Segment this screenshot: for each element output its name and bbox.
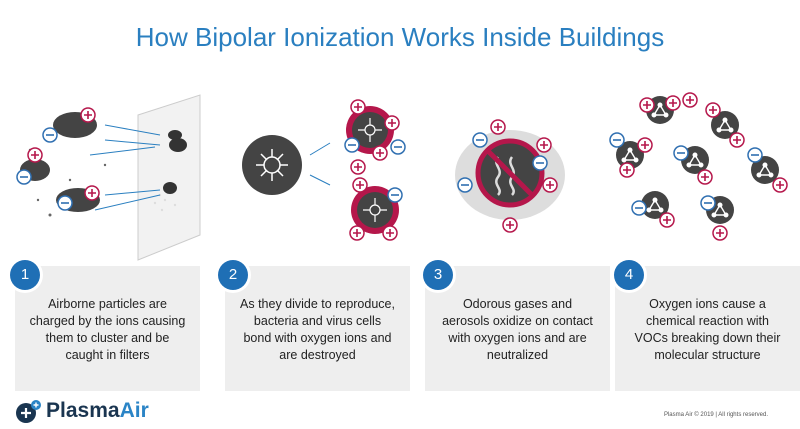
step-4-number: 4 [614, 260, 644, 290]
virus-destroyed-illustration [242, 99, 406, 241]
step-3-text: Odorous gases and aerosols oxidize on co… [442, 297, 593, 362]
step-card-2: As they divide to reproduce, bacteria an… [225, 266, 410, 391]
step-2-number: 2 [218, 260, 248, 290]
step-card-3: Odorous gases and aerosols oxidize on co… [425, 266, 610, 391]
step-card-4: Oxygen ions cause a chemical reaction wi… [615, 266, 800, 391]
step-1-text: Airborne particles are charged by the io… [29, 297, 186, 362]
step-card-1: Airborne particles are charged by the io… [15, 266, 200, 391]
plus-ion-icon [16, 400, 41, 423]
step-3-number: 3 [423, 260, 453, 290]
voc-breakdown-illustration [609, 92, 788, 241]
page-title: How Bipolar Ionization Works Inside Buil… [135, 22, 665, 52]
particle-filter-illustration [16, 94, 201, 261]
copyright-notice: Plasma Air © 2019 | All rights reserved. [663, 412, 768, 418]
step-1-number: 1 [10, 260, 40, 290]
step-2-text: As they divide to reproduce, bacteria an… [240, 297, 395, 362]
logo-text-plasma: Plasma [46, 399, 120, 422]
odor-neutralized-illustration [455, 119, 565, 233]
logo-text-air: Air [119, 399, 149, 422]
plasma-air-logo: PlasmaAir [14, 398, 149, 424]
step-4-text: Oxygen ions cause a chemical reaction wi… [634, 297, 781, 362]
